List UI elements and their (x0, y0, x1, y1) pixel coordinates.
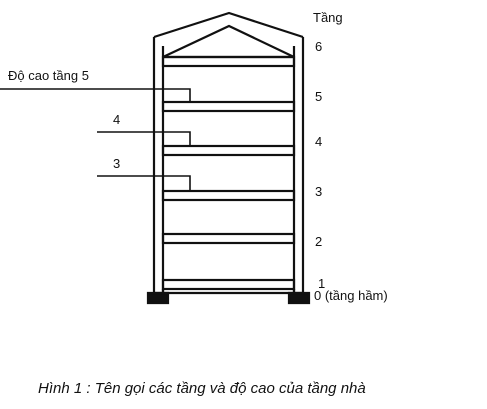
floor-number-6: 6 (315, 39, 322, 54)
foundation (146, 289, 311, 305)
basement-label: 0 (tầng hầm) (314, 288, 388, 303)
building-walls (152, 37, 305, 293)
height-marker-5 (0, 88, 294, 103)
roof (153, 11, 304, 59)
floor-number-1: 1 (318, 276, 325, 291)
slab-1 (161, 278, 296, 291)
slab-4 (161, 144, 296, 157)
floor-number-2: 2 (315, 234, 322, 249)
floor-slabs (161, 55, 296, 291)
floor-number-4: 4 (315, 134, 322, 149)
slab-3 (161, 189, 296, 202)
floor-number-5: 5 (315, 89, 322, 104)
slab-5 (161, 100, 296, 113)
height-label-5: Độ cao tầng 5 (8, 68, 89, 83)
floor-axis-title: Tầng (313, 10, 343, 25)
left-footing (146, 291, 170, 305)
slab-2 (161, 232, 296, 245)
height-label-3: 3 (113, 156, 120, 171)
height-marker-3 (97, 175, 294, 192)
height-marker-4 (97, 131, 294, 147)
floor-number-3: 3 (315, 184, 322, 199)
height-label-4: 4 (113, 112, 120, 127)
height-markers (0, 88, 294, 192)
figure-caption: Hình 1 : Tên gọi các tầng và độ cao của … (38, 380, 366, 397)
right-footing (287, 291, 311, 305)
slab-6 (161, 55, 296, 68)
